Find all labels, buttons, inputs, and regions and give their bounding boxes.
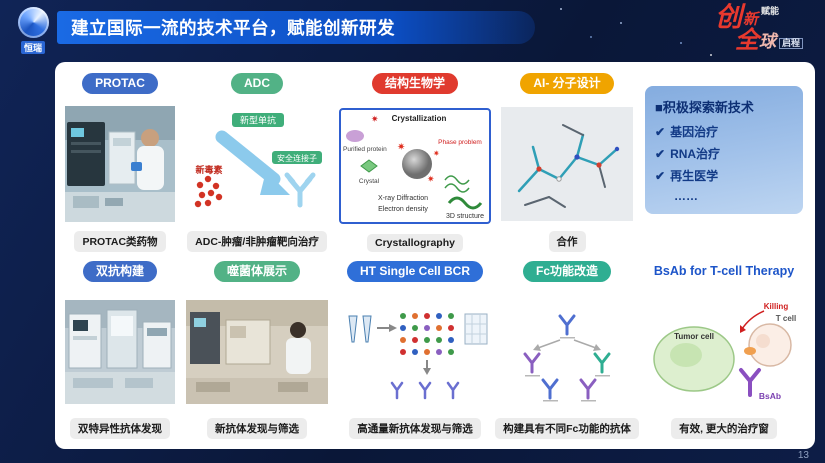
stamp-char: 创 [715, 2, 742, 32]
bispecific-caption: 双特异性抗体发现 [70, 418, 170, 439]
explore-tech-title: ■积极探索新技术 [655, 100, 754, 115]
panel-single-cell-bcr: HT Single Cell BCR [337, 258, 493, 442]
crystal-label: Crystal [359, 178, 380, 185]
explore-item: ✔RNA治疗 [655, 147, 721, 161]
explore-tech-box: ■积极探索新技术 ✔基因治疗 ✔RNA治疗 ✔再生医学 …… [645, 86, 803, 214]
ai-design-label: AI- 分子设计 [520, 73, 614, 94]
adc-label: ADC [231, 73, 283, 94]
crystallography-diagram: ✷ Crystallization Purified protein Cryst… [337, 98, 493, 234]
crystallography-caption: Crystallography [367, 233, 463, 252]
logo-text: 恒瑞 [20, 41, 45, 54]
adc-caption: ADC-肿瘤/非肿瘤靶向治疗 [187, 230, 327, 252]
stamp-char: 球 [759, 32, 776, 51]
bsab-annotation: BsAb [759, 391, 781, 401]
panel-bispecific: 双抗构建 双特异性抗体发现 [63, 258, 177, 442]
bsab-label: BsAb for T-cell Therapy [653, 263, 795, 278]
tumor-cell-label: Tumor cell [674, 332, 714, 341]
structure-label: 3D structure [446, 213, 484, 220]
panel-bsab: BsAb for T-cell Therapy Tumor cell T cel… [641, 258, 807, 442]
panel-phage-display: 噬菌体展示 新抗体发现与筛选 [184, 258, 330, 442]
bsab-mechanism-diagram: Tumor cell T cell Killing BsAb [641, 286, 807, 419]
fc-engineering-caption: 构建具有不同Fc功能的抗体 [495, 418, 639, 439]
protac-label: PROTAC [82, 73, 158, 94]
background-stars [560, 8, 562, 10]
company-logo: 恒瑞 [10, 7, 56, 56]
bsab-caption: 有效, 更大的治疗窗 [671, 418, 777, 439]
content-card: PROTAC P [55, 62, 815, 449]
stamp-tag: 启程 [779, 38, 804, 49]
page-number: 13 [797, 450, 809, 461]
structural-biology-label: 结构生物学 [371, 73, 458, 94]
phage-display-label: 噬菌体展示 [213, 260, 300, 282]
innovation-calligraphy-stamp: 创 新 赋能 全 球 启程 [709, 2, 819, 60]
star-glyph: ✷ [427, 174, 435, 184]
panel-adc: ADC 新型单抗 安全连接子 新毒素 [184, 70, 330, 254]
explore-item: ✔基因治疗 [655, 125, 719, 139]
adc-linker-label: 安全连接子 [277, 153, 317, 163]
logo-mark-icon [17, 7, 49, 38]
bcr-workflow-diagram [337, 286, 493, 419]
stamp-char: 新 [743, 11, 759, 28]
killing-label: Killing [764, 302, 789, 311]
slide-title: 建立国际一流的技术平台，赋能创新研发 [71, 18, 395, 38]
panel-fc-engineering: Fc功能改造 [495, 258, 639, 442]
purified-protein-label: Purified protein [343, 146, 387, 153]
check-icon: ✔ [655, 147, 666, 161]
adc-toxin-label: 新毒素 [195, 164, 222, 175]
xray-label: X-ray Diffraction [378, 195, 428, 202]
ai-design-caption: 合作 [548, 230, 586, 252]
square-bullet: ■ [655, 100, 663, 115]
panel-explore-tech: ■积极探索新技术 ✔基因治疗 ✔RNA治疗 ✔再生医学 …… [641, 70, 807, 254]
phage-lab-photo [184, 286, 330, 419]
explore-item: ✔再生医学 [655, 169, 719, 183]
protac-lab-photo [63, 98, 177, 231]
panel-structural-biology: 结构生物学 ✷ Crystallization Purified protein… [337, 70, 493, 254]
panel-ai-design: AI- 分子设计 合作 [500, 70, 634, 254]
check-icon: ✔ [655, 169, 666, 183]
adc-mab-label: 新型单抗 [240, 115, 276, 126]
stamp-char: 全 [735, 27, 759, 54]
star-glyph: ✷ [433, 149, 440, 158]
star-glyph: ✷ [371, 114, 379, 124]
bispecific-label: 双抗构建 [82, 260, 157, 282]
fc-engineering-label: Fc功能改造 [522, 260, 611, 282]
title-bar: 建立国际一流的技术平台，赋能创新研发 [57, 11, 535, 44]
bispecific-lab-photo [63, 286, 177, 419]
protac-caption: PROTAC类药物 [74, 230, 166, 252]
crystallization-label: Crystallization [392, 114, 447, 123]
ai-molecule-image [500, 98, 634, 231]
adc-diagram: 新型单抗 安全连接子 新毒素 [184, 98, 330, 231]
phase-problem-label: Phase problem [438, 139, 482, 146]
phage-display-caption: 新抗体发现与筛选 [207, 418, 307, 439]
explore-more-ellipsis: …… [674, 189, 698, 203]
panel-protac: PROTAC P [63, 70, 177, 254]
fc-antibody-diagram [500, 286, 634, 419]
single-cell-bcr-label: HT Single Cell BCR [346, 260, 483, 282]
single-cell-bcr-caption: 高通量新抗体发现与筛选 [349, 418, 481, 439]
check-icon: ✔ [655, 125, 666, 139]
stamp-tag: 赋能 [761, 6, 780, 16]
star-glyph: ✷ [397, 142, 405, 153]
electron-density-label: Electron density [378, 206, 428, 213]
t-cell-label: T cell [776, 314, 796, 323]
